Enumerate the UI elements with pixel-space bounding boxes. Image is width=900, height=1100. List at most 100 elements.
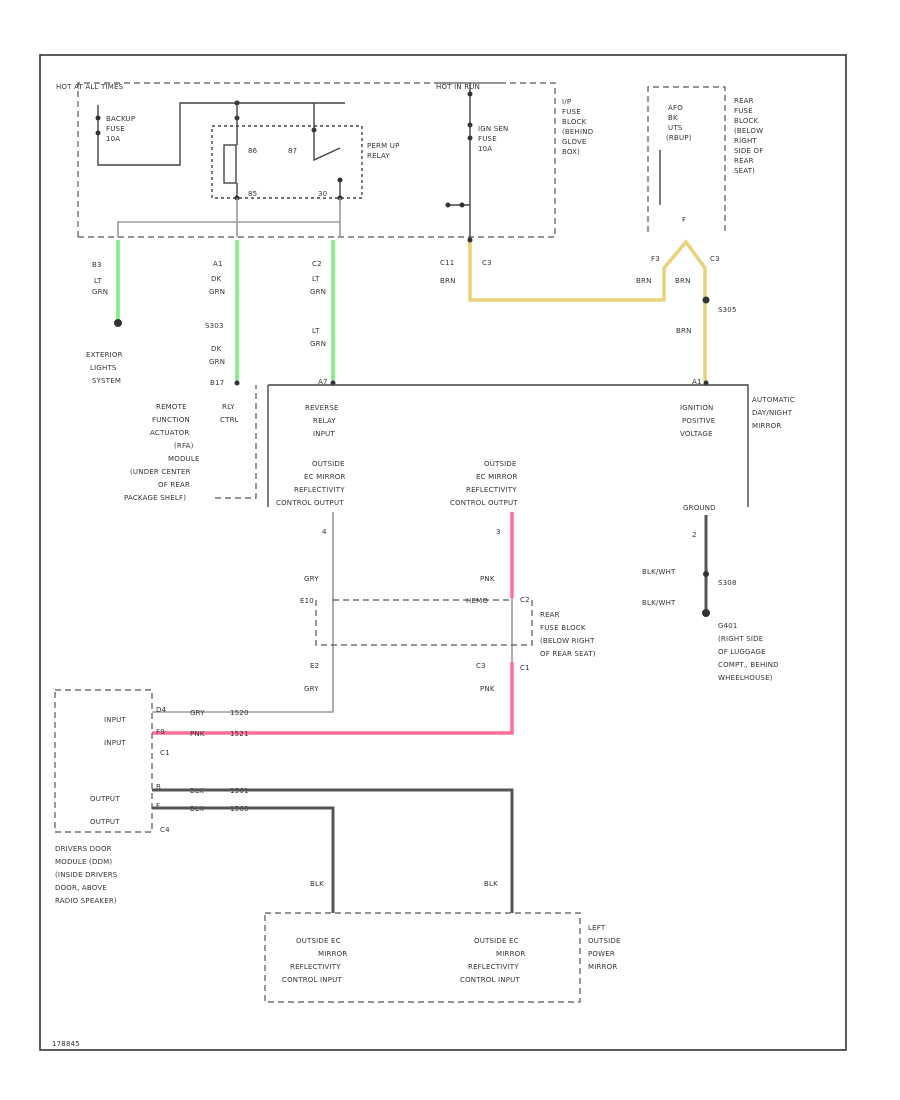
svg-text:REFLECTIVITY: REFLECTIVITY: [466, 486, 517, 494]
svg-text:REFLECTIVITY: REFLECTIVITY: [294, 486, 345, 494]
svg-text:MIRROR: MIRROR: [752, 422, 781, 430]
svg-text:B3: B3: [92, 261, 102, 269]
svg-text:SYSTEM: SYSTEM: [92, 377, 121, 385]
svg-text:OUTSIDE: OUTSIDE: [588, 937, 621, 945]
svg-text:86: 86: [248, 147, 258, 155]
svg-text:BRN: BRN: [675, 277, 691, 285]
svg-text:I/P: I/P: [562, 98, 571, 106]
svg-text:GRN: GRN: [209, 288, 225, 296]
hot-in-run-label: HOT IN RUN: [436, 83, 480, 91]
svg-text:GRN: GRN: [92, 288, 108, 296]
svg-text:C2: C2: [520, 596, 530, 604]
svg-text:EC MIRROR: EC MIRROR: [304, 473, 346, 481]
svg-text:C11: C11: [440, 259, 454, 267]
svg-text:BRN: BRN: [676, 327, 692, 335]
svg-text:REVERSE: REVERSE: [305, 404, 339, 412]
svg-text:G401: G401: [718, 622, 738, 630]
svg-text:BLK: BLK: [310, 880, 324, 888]
svg-text:85: 85: [248, 190, 257, 198]
svg-text:SEAT): SEAT): [734, 167, 755, 175]
svg-text:1521: 1521: [230, 730, 249, 738]
svg-text:(BELOW: (BELOW: [734, 127, 763, 135]
svg-text:GRN: GRN: [209, 358, 225, 366]
svg-text:GRN: GRN: [310, 288, 326, 296]
svg-text:RELAY: RELAY: [367, 152, 390, 160]
svg-text:FUSE BLOCK: FUSE BLOCK: [540, 624, 586, 632]
svg-text:MODULE: MODULE: [168, 455, 200, 463]
svg-text:C1: C1: [520, 664, 530, 672]
svg-text:10A: 10A: [478, 145, 492, 153]
svg-text:(RIGHT SIDE: (RIGHT SIDE: [718, 635, 763, 643]
svg-text:A7: A7: [318, 378, 328, 386]
svg-text:BRN: BRN: [440, 277, 456, 285]
svg-text:MIRROR: MIRROR: [496, 950, 525, 958]
wire-b3-lt-grn: B3 LT GRN: [92, 240, 122, 327]
svg-text:POWER: POWER: [588, 950, 615, 958]
svg-text:RLY: RLY: [222, 403, 235, 411]
svg-text:OF LUGGAGE: OF LUGGAGE: [718, 648, 766, 656]
svg-text:D4: D4: [156, 706, 167, 714]
svg-text:S308: S308: [718, 579, 737, 587]
svg-text:IGN SEN: IGN SEN: [478, 125, 508, 133]
svg-text:C3: C3: [482, 259, 492, 267]
svg-text:MIRROR: MIRROR: [588, 963, 617, 971]
svg-text:C2: C2: [312, 260, 322, 268]
svg-text:GRY: GRY: [304, 575, 319, 583]
svg-text:REFLECTIVITY: REFLECTIVITY: [290, 963, 341, 971]
svg-text:EXTERIOR: EXTERIOR: [86, 351, 123, 359]
svg-text:C3: C3: [710, 255, 720, 263]
svg-text:(BELOW RIGHT: (BELOW RIGHT: [540, 637, 595, 645]
svg-text:PNK: PNK: [190, 730, 205, 738]
svg-text:BLK/WHT: BLK/WHT: [642, 568, 676, 576]
svg-text:ACTUATOR: ACTUATOR: [150, 429, 189, 437]
svg-text:FUSE: FUSE: [562, 108, 581, 116]
svg-text:1520: 1520: [230, 709, 249, 717]
svg-text:SIDE OF: SIDE OF: [734, 147, 763, 155]
svg-text:GRN: GRN: [310, 340, 326, 348]
svg-text:S305: S305: [718, 306, 737, 314]
svg-text:(INSIDE DRIVERS: (INSIDE DRIVERS: [55, 871, 118, 879]
svg-text:DK: DK: [211, 275, 222, 283]
svg-text:BK: BK: [668, 114, 678, 122]
wire-blk-outputs: BLK BLK: [152, 788, 514, 913]
svg-text:CONTROL OUTPUT: CONTROL OUTPUT: [276, 499, 344, 507]
svg-text:30: 30: [318, 190, 327, 198]
svg-text:MIRROR: MIRROR: [318, 950, 347, 958]
svg-text:C3: C3: [476, 662, 486, 670]
svg-text:DOOR, ABOVE: DOOR, ABOVE: [55, 884, 107, 892]
svg-text:DK: DK: [211, 345, 222, 353]
wire-brn-ignition: C11 C3 BRN BRN BRN S305 BRN A1: [440, 237, 737, 386]
svg-text:OUTSIDE: OUTSIDE: [312, 460, 345, 468]
svg-text:GRY: GRY: [190, 709, 205, 717]
svg-text:CTRL: CTRL: [220, 416, 239, 424]
svg-text:CONTROL OUTPUT: CONTROL OUTPUT: [450, 499, 518, 507]
exterior-lights-system-label: EXTERIOR LIGHTS SYSTEM: [86, 351, 123, 385]
perm-up-relay: 86 87 85 30 PERM UP RELAY: [211, 100, 399, 201]
svg-text:CONTROL INPUT: CONTROL INPUT: [282, 976, 342, 984]
svg-text:POSITIVE: POSITIVE: [682, 417, 715, 425]
svg-text:(RFA): (RFA): [174, 442, 194, 450]
svg-text:MODULE (DDM): MODULE (DDM): [55, 858, 112, 866]
underhood-fuse-relay-box: HOT AT ALL TIMES HOT IN RUN BACKUP FUSE …: [56, 82, 593, 238]
svg-text:UTS: UTS: [668, 124, 683, 132]
svg-text:10A: 10A: [106, 135, 120, 143]
svg-text:WHEELHOUSE): WHEELHOUSE): [718, 674, 773, 682]
svg-text:S303: S303: [205, 322, 224, 330]
svg-text:BACKUP: BACKUP: [106, 115, 135, 123]
svg-text:PACKAGE SHELF): PACKAGE SHELF): [124, 494, 186, 502]
svg-text:DAY/NIGHT: DAY/NIGHT: [752, 409, 793, 417]
svg-text:LIGHTS: LIGHTS: [90, 364, 117, 372]
svg-text:INPUT: INPUT: [313, 430, 335, 438]
svg-text:INPUT: INPUT: [104, 739, 126, 747]
svg-text:C4: C4: [160, 826, 170, 834]
wire-a1-dk-grn: A1 DK GRN S303 DK GRN B17: [205, 240, 240, 387]
svg-text:REMOTE: REMOTE: [156, 403, 187, 411]
svg-text:F: F: [156, 802, 160, 810]
svg-text:REAR: REAR: [734, 157, 754, 165]
svg-text:RIGHT: RIGHT: [734, 137, 757, 145]
svg-text:OUTSIDE EC: OUTSIDE EC: [296, 937, 341, 945]
svg-text:REAR: REAR: [734, 97, 754, 105]
svg-text:OF REAR SEAT): OF REAR SEAT): [540, 650, 596, 658]
svg-text:FUNCTION: FUNCTION: [152, 416, 190, 424]
